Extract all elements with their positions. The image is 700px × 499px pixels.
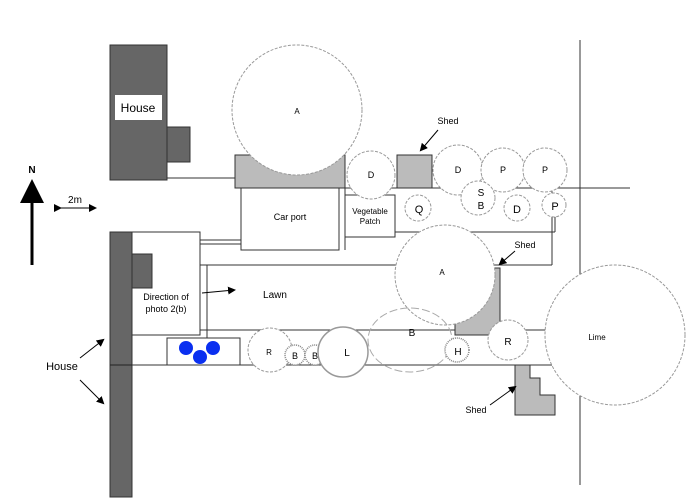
plants-top: A D D P P Q S B D P bbox=[231, 44, 568, 222]
vegetable-patch-label-1: Vegetable bbox=[352, 207, 388, 216]
svg-text:B: B bbox=[292, 351, 298, 361]
svg-text:L: L bbox=[344, 348, 350, 359]
shed-1-label: Shed bbox=[437, 116, 458, 126]
svg-text:P: P bbox=[500, 165, 506, 175]
svg-text:A: A bbox=[294, 107, 300, 116]
car-port bbox=[240, 187, 340, 251]
house-top-label-box bbox=[115, 95, 162, 120]
svg-text:D: D bbox=[513, 204, 521, 216]
direction-label-1: Direction of bbox=[143, 292, 189, 302]
house-extension-block bbox=[131, 253, 153, 289]
svg-text:H: H bbox=[454, 347, 461, 358]
bin bbox=[206, 341, 220, 355]
boundary-lines bbox=[132, 40, 630, 485]
vegetable-patch bbox=[344, 194, 396, 238]
tree-a-top bbox=[231, 44, 363, 176]
house-annex bbox=[166, 126, 191, 163]
shed-3 bbox=[514, 364, 556, 416]
svg-text:D: D bbox=[368, 170, 375, 180]
bin bbox=[179, 341, 193, 355]
svg-text:A: A bbox=[439, 268, 445, 277]
north-label: N bbox=[28, 165, 35, 176]
bin bbox=[193, 350, 207, 364]
lawn-label: Lawn bbox=[263, 290, 287, 301]
shed-2-label: Shed bbox=[514, 240, 535, 250]
svg-text:D: D bbox=[455, 165, 462, 175]
vegetable-patch-label-2: Patch bbox=[360, 217, 380, 226]
scale-label: 2m bbox=[68, 195, 82, 206]
tree-a bbox=[394, 224, 496, 326]
direction-label-2: photo 2(b) bbox=[145, 304, 186, 314]
svg-text:Q: Q bbox=[415, 204, 424, 216]
plants-bottom: A Lime B R B B L H R bbox=[247, 224, 686, 406]
svg-text:P: P bbox=[542, 165, 548, 175]
house-bottom-label: House bbox=[46, 361, 78, 373]
svg-text:S: S bbox=[478, 188, 485, 199]
photo-direction-arrow bbox=[201, 286, 236, 295]
svg-text:R: R bbox=[266, 348, 272, 357]
car-port-label: Car port bbox=[274, 212, 307, 222]
svg-text:R: R bbox=[504, 337, 511, 348]
shed-3-label: Shed bbox=[465, 405, 486, 415]
svg-text:P: P bbox=[551, 201, 558, 213]
svg-text:Lime: Lime bbox=[588, 333, 606, 342]
svg-text:B: B bbox=[478, 201, 485, 212]
house-top-label: House bbox=[121, 101, 156, 115]
shed-1 bbox=[396, 154, 433, 189]
svg-text:B: B bbox=[312, 351, 318, 361]
svg-text:B: B bbox=[409, 328, 416, 339]
lime-tree bbox=[544, 264, 686, 406]
